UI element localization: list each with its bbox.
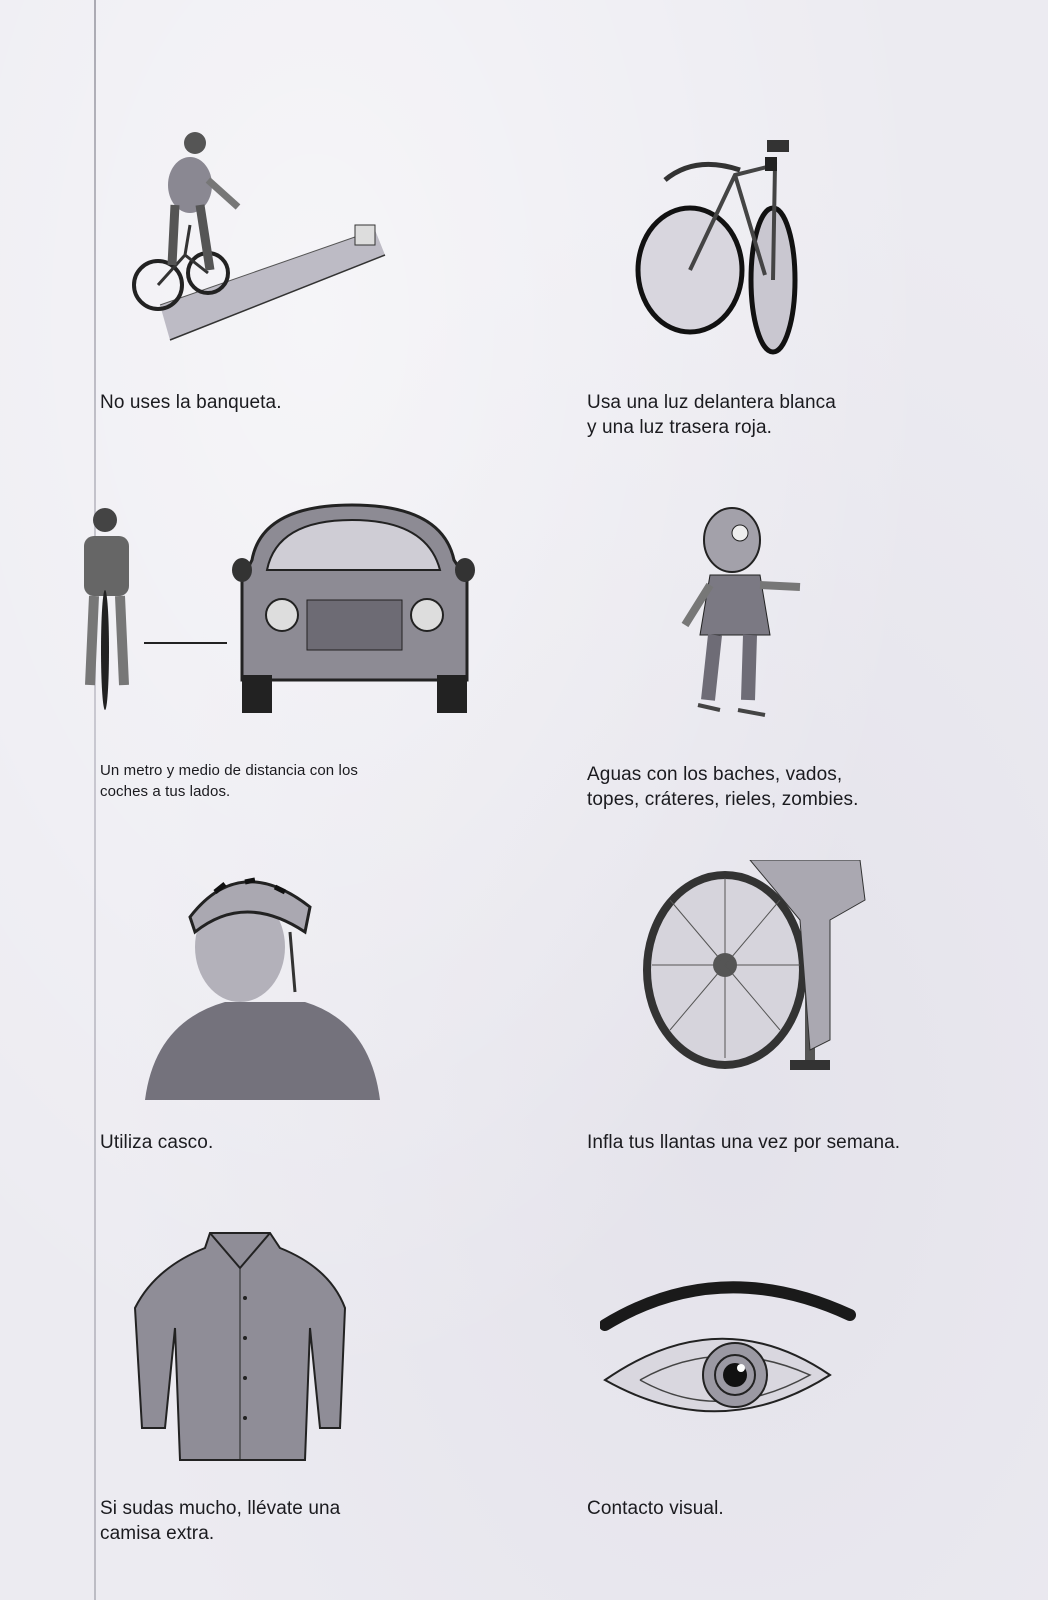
shirt-icon — [130, 1228, 355, 1463]
helmet-icon — [145, 862, 385, 1102]
bicycle-lights-icon — [635, 135, 810, 360]
caption-helmet: Utiliza casco. — [100, 1132, 214, 1153]
caption-lights: Usa una luz delantera blanca y una luz t… — [587, 392, 836, 438]
tire-pump-icon — [640, 860, 880, 1085]
caption-shirt: Si sudas mucho, llévate una camisa extra… — [100, 1498, 341, 1544]
zombie-icon — [670, 505, 810, 730]
cyclist-car-distance-icon — [72, 500, 492, 720]
caption-distance: Un metro y medio de distancia con los co… — [100, 762, 358, 800]
caption-hazards: Aguas con los baches, vados, topes, crát… — [587, 764, 859, 810]
page-fold-line — [94, 0, 96, 1600]
caption-sidewalk: No uses la banqueta. — [100, 392, 282, 413]
caption-tires: Infla tus llantas una vez por semana. — [587, 1132, 901, 1153]
caption-eye: Contacto visual. — [587, 1498, 724, 1519]
cyclist-on-road-icon — [130, 125, 400, 355]
eye-icon — [600, 1275, 860, 1445]
